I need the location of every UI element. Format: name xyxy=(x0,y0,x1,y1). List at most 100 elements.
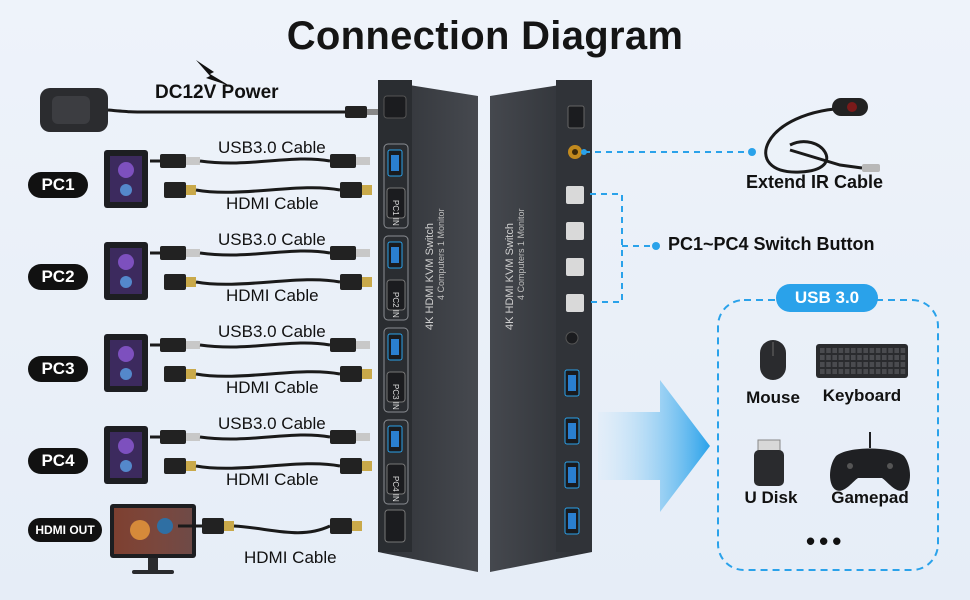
usb-cable-3 xyxy=(150,338,370,352)
usb-cable-2 xyxy=(150,246,370,260)
hdmi-cable-label-1: HDMI Cable xyxy=(226,194,319,213)
device-product-name: 4K HDMI KVM Switch xyxy=(424,223,436,330)
key xyxy=(894,348,899,353)
hdmi-cable-2 xyxy=(164,274,372,290)
keyboard-label: Keyboard xyxy=(822,386,902,405)
key xyxy=(820,362,825,367)
key xyxy=(832,355,837,360)
key xyxy=(869,348,875,353)
device-product-sub: 4 Computers 1 Monitor xyxy=(436,208,446,300)
hdmi-cable-label-3: HDMI Cable xyxy=(226,378,319,397)
key xyxy=(888,355,893,360)
key xyxy=(844,355,850,360)
key xyxy=(851,362,856,367)
gamepad-icon xyxy=(830,432,910,491)
key xyxy=(882,369,887,374)
pc3-badge: PC3 xyxy=(28,356,88,382)
port-group-4 xyxy=(383,419,409,505)
power-adapter-icon xyxy=(40,88,379,132)
key xyxy=(888,348,893,353)
port-group-2 xyxy=(383,235,409,321)
usb-cable-label-2: USB3.0 Cable xyxy=(218,230,326,249)
key xyxy=(882,348,887,353)
pc-tower-icon xyxy=(104,334,148,392)
key xyxy=(875,362,881,367)
arrow-right-icon xyxy=(598,380,710,512)
hdmi-cable-label-2: HDMI Cable xyxy=(226,286,319,305)
port-label-pc2: PC2 IN xyxy=(391,292,400,318)
pc-row-3 xyxy=(104,334,372,392)
hdmi-cable-3 xyxy=(164,366,372,382)
key xyxy=(888,369,893,374)
key xyxy=(863,362,868,367)
key xyxy=(826,355,831,360)
key xyxy=(838,355,844,360)
key xyxy=(863,355,868,360)
key xyxy=(826,362,831,367)
usb-cable-label-3: USB3.0 Cable xyxy=(218,322,326,341)
hdmi-cable-label-out: HDMI Cable xyxy=(244,548,337,567)
switch-button-label: PC1~PC4 Switch Button xyxy=(668,234,875,254)
key xyxy=(900,348,906,353)
port-group-1 xyxy=(383,143,409,229)
key xyxy=(844,348,850,353)
usb3-badge: USB 3.0 xyxy=(776,284,878,312)
key xyxy=(869,355,875,360)
power-label: DC12V Power xyxy=(155,82,279,103)
key xyxy=(894,369,899,374)
pc2-badge: PC2 xyxy=(28,264,88,290)
pc-tower-icon xyxy=(104,150,148,208)
key xyxy=(851,369,856,374)
usb-disk-icon xyxy=(754,439,784,486)
key xyxy=(900,362,906,367)
key xyxy=(844,362,850,367)
hdmi-cable-label-4: HDMI Cable xyxy=(226,470,319,489)
hdmi-cable-4 xyxy=(164,458,372,474)
key xyxy=(857,369,862,374)
device-product-name-side: 4K HDMI KVM Switch xyxy=(504,223,516,330)
hdmi-out-cable xyxy=(178,518,362,535)
pc-tower-icon xyxy=(104,426,148,484)
key xyxy=(820,355,825,360)
key xyxy=(844,369,850,374)
key xyxy=(820,348,825,353)
key xyxy=(869,362,875,367)
key xyxy=(851,348,856,353)
key xyxy=(863,348,868,353)
key xyxy=(882,355,887,360)
key xyxy=(857,362,862,367)
pc-tower-icon xyxy=(104,242,148,300)
usb-cable-label-1: USB3.0 Cable xyxy=(218,138,326,157)
keyboard-icon xyxy=(816,344,908,378)
usb-cable-1 xyxy=(150,154,370,168)
hdmi-out-badge: HDMI OUT xyxy=(28,518,102,542)
port-label-pc1: PC1 IN xyxy=(391,200,400,226)
key xyxy=(838,348,844,353)
pc4-badge: PC4 xyxy=(28,448,88,474)
port-label-pc4: PC4 IN xyxy=(391,476,400,502)
ir-receiver-icon xyxy=(764,98,880,174)
device-product-sub-side: 4 Computers 1 Monitor xyxy=(516,208,526,300)
usb-cable-label-4: USB3.0 Cable xyxy=(218,414,326,433)
key xyxy=(875,369,881,374)
key xyxy=(838,369,844,374)
mouse-label: Mouse xyxy=(746,388,800,407)
key xyxy=(900,369,906,374)
key xyxy=(832,348,837,353)
key xyxy=(900,355,906,360)
usb-cable-4 xyxy=(150,430,370,444)
diagram-title: Connection Diagram xyxy=(286,14,684,58)
udisk-label: U Disk xyxy=(744,488,798,507)
gamepad-label: Gamepad xyxy=(831,488,909,507)
key xyxy=(826,369,831,374)
key xyxy=(888,362,893,367)
key xyxy=(894,362,899,367)
key xyxy=(875,355,881,360)
port-group-3 xyxy=(383,327,409,413)
kvm-side-panel xyxy=(490,80,592,572)
ir-label: Extend IR Cable xyxy=(746,172,884,192)
key xyxy=(882,362,887,367)
key xyxy=(832,362,837,367)
kvm-front-panel xyxy=(378,80,478,572)
more-devices: ••• xyxy=(806,526,846,556)
